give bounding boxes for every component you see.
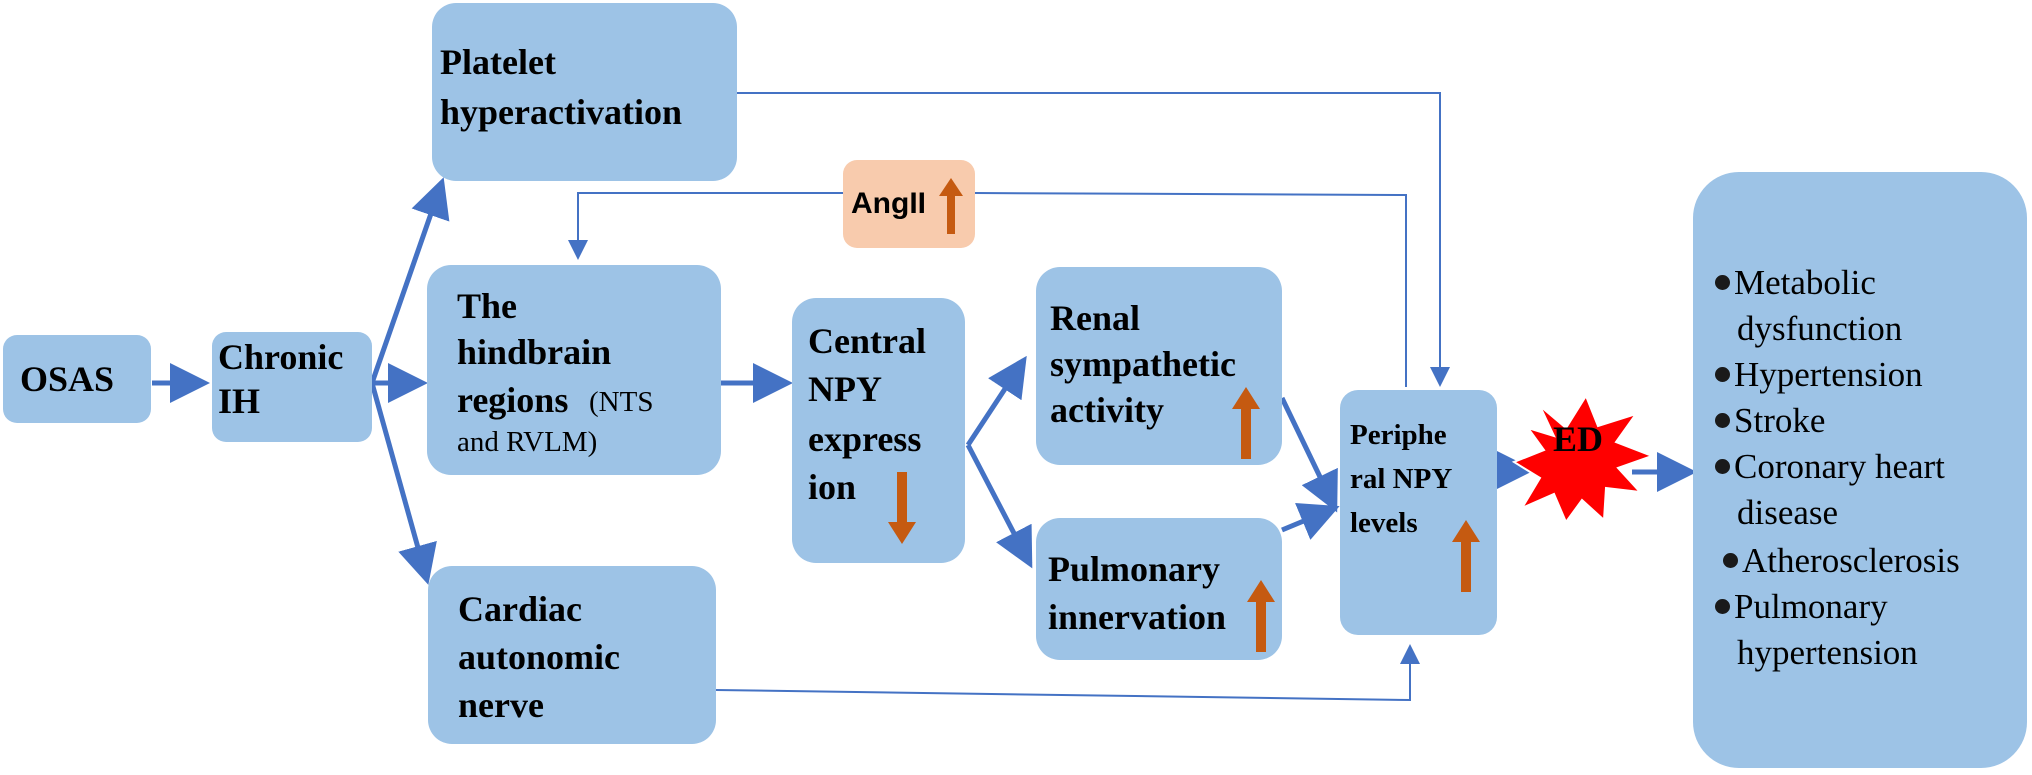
line-peripheral-to-hindbrain [974, 192, 1407, 387]
central-npy-line-3: express [808, 419, 922, 459]
chronic-ih-line-2: IH [218, 381, 261, 421]
node-chronic-ih: Chronic IH [212, 332, 372, 442]
pulmonary-line-2: innervation [1048, 597, 1227, 637]
arrow-renal-to-peripheral [1279, 396, 1338, 513]
outcome-metabolic: Metabolic [1715, 262, 1876, 304]
hindbrain-line-3-note: (NTS [589, 386, 654, 418]
node-osas: OSAS [3, 335, 151, 423]
hindbrain-line-3: regions [457, 380, 569, 420]
osas-label: OSAS [20, 359, 115, 399]
node-angii: AngII [843, 160, 975, 248]
node-central-npy: Central NPY express ion [792, 298, 965, 563]
angii-up-arrow-icon [939, 178, 963, 234]
central-npy-down-arrow-icon [888, 472, 916, 544]
platelet-line-1: Platelet [440, 42, 556, 82]
outcome-metabolic-cont: dysfunction [1737, 309, 1903, 348]
node-peripheral: Periphe ral NPY levels [1340, 390, 1497, 635]
pulmonary-line-1: Pulmonary [1048, 549, 1221, 589]
central-npy-line-1: Central [808, 321, 926, 361]
outcome-coronary: Coronary heart [1715, 446, 1945, 488]
peripheral-up-arrow-icon [1452, 520, 1480, 592]
central-npy-line-2: NPY [808, 369, 882, 409]
platelet-line-2: hyperactivation [440, 92, 682, 132]
peripheral-line-3: levels [1350, 507, 1418, 539]
bullet-icon [1715, 275, 1730, 290]
node-pulmonary: Pulmonary innervation [1036, 518, 1282, 660]
line-angii-to-hindbrain [568, 192, 843, 260]
arrow-ih-to-platelet [369, 177, 450, 384]
pulmonary-up-arrow-icon [1247, 580, 1275, 652]
arrow-pulmonary-to-peripheral [1281, 502, 1340, 540]
node-outcomes: Metabolic dysfunction Hypertension Strok… [1693, 172, 2027, 768]
line-platelet-to-peripheral [737, 92, 1450, 387]
angii-label: AngII [851, 187, 926, 220]
line-cardiac-to-peripheral [715, 644, 1420, 702]
renal-line-3: activity [1050, 390, 1164, 430]
outcome-hypertension: Hypertension [1715, 354, 1923, 396]
outcome-stroke: Stroke [1715, 400, 1825, 442]
hindbrain-line-1: The [457, 286, 518, 326]
arrow-central-to-pulmonary [965, 443, 1033, 569]
ed-label: ED [1553, 419, 1604, 459]
renal-line-2: sympathetic [1050, 344, 1236, 384]
bullet-icon [1715, 459, 1730, 474]
bullet-icon [1723, 553, 1738, 568]
bullet-icon [1715, 413, 1730, 428]
renal-up-arrow-icon [1232, 387, 1260, 459]
arrow-central-to-renal [965, 355, 1027, 447]
ed-burst [1511, 393, 1655, 525]
outcome-pulmonary: Pulmonary [1715, 586, 1888, 628]
central-npy-line-4: ion [808, 467, 857, 507]
node-platelet: Platelet hyperactivation [432, 3, 737, 181]
hindbrain-line-4: and RVLM) [457, 426, 598, 458]
peripheral-line-1: Periphe [1350, 419, 1447, 451]
bullet-icon [1715, 599, 1730, 614]
node-cardiac: Cardiac autonomic nerve [428, 566, 716, 744]
node-renal: Renal sympathetic activity [1036, 267, 1282, 465]
bullet-icon [1715, 367, 1730, 382]
outcome-pulmonary-cont: hypertension [1737, 633, 1918, 672]
renal-line-1: Renal [1050, 298, 1140, 338]
outcome-coronary-cont: disease [1737, 493, 1839, 532]
hindbrain-line-2: hindbrain [457, 332, 612, 372]
cardiac-line-1: Cardiac [458, 589, 582, 629]
peripheral-line-2: ral NPY [1350, 463, 1453, 495]
outcome-atherosclerosis: Atherosclerosis [1723, 540, 1960, 582]
arrow-ih-to-cardiac [369, 382, 437, 585]
chronic-ih-line-1: Chronic [218, 337, 344, 377]
cardiac-line-3: nerve [458, 685, 544, 725]
node-hindbrain: The hindbrain regions (NTS and RVLM) [427, 265, 721, 475]
cardiac-line-2: autonomic [458, 637, 620, 677]
